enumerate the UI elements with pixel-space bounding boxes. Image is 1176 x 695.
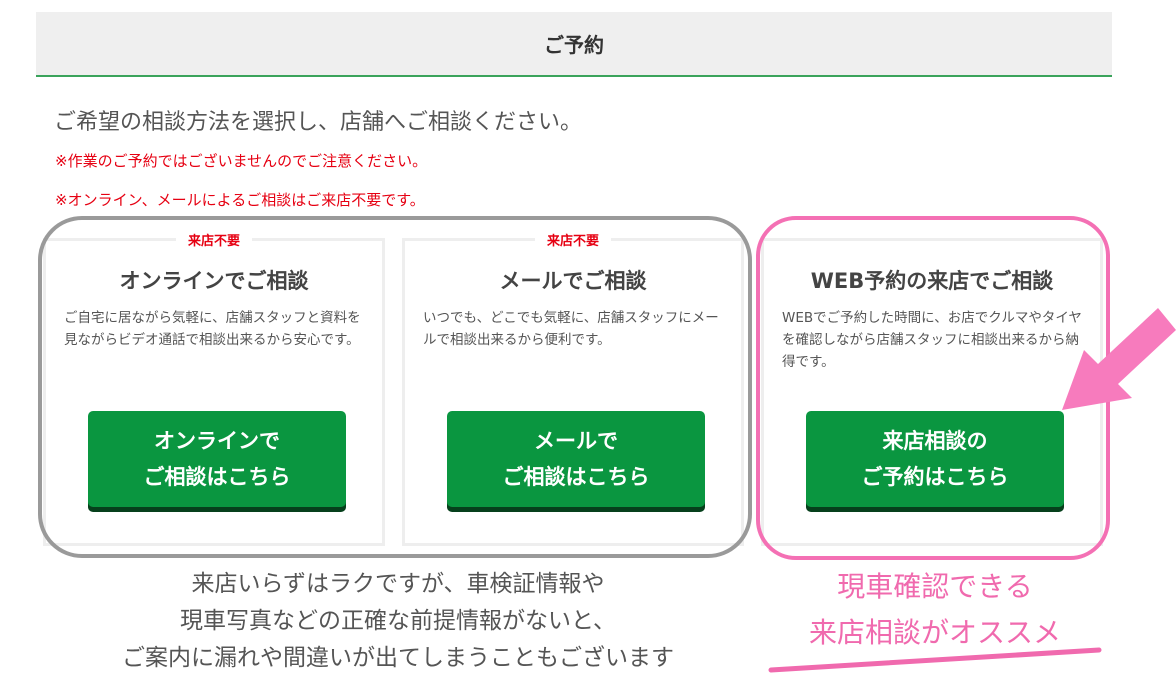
pink-annotation-text: 現車確認できる 来店相談がオススメ (770, 564, 1100, 656)
visit-reservation-button[interactable]: 来店相談のご予約はこちら (806, 411, 1064, 507)
online-consult-button[interactable]: オンラインでご相談はこちら (88, 411, 346, 507)
mail-consult-button[interactable]: メールでご相談はこちら (447, 411, 705, 507)
annotation-line: ご案内に漏れや間違いが出てしまうこともございます (122, 645, 674, 671)
card-online: 来店不要 オンラインでご相談 ご自宅に居ながら気軽に、店舗スタッフと資料を見なが… (43, 230, 385, 546)
button-label: オンラインで (154, 429, 280, 453)
pink-arrow-icon (1062, 308, 1176, 410)
card-description: ご自宅に居ながら気軽に、店舗スタッフと資料を見ながらビデオ通話で相談出来るから安… (64, 310, 361, 348)
gray-highlight-frame (38, 216, 752, 558)
card-mail: 来店不要 メールでご相談 いつでも、どこでも気軽に、店舗スタッフにメールで相談出… (402, 230, 744, 546)
gray-annotation-text: 来店いらずはラクですが、車検証情報や 現車写真などの正確な前提情報がないと、 ご… (40, 566, 756, 677)
card-description: いつでも、どこでも気軽に、店舗スタッフにメールで相談出来るから便利です。 (423, 310, 719, 348)
annotation-line: 現車確認できる (837, 570, 1033, 603)
annotation-line: 来店いらずはラクですが、車検証情報や (191, 571, 605, 597)
annotation-line: 現車写真などの正確な前提情報がないと、 (179, 608, 617, 634)
card-title: WEB予約の来店でご相談 (810, 269, 1054, 293)
button-label: 来店相談の (882, 429, 988, 453)
button-label: ご予約はこちら (861, 465, 1009, 489)
button-label: ご相談はこちら (143, 465, 291, 489)
intro-text: ご希望の相談方法を選択し、店舗へご相談ください。 (54, 110, 583, 135)
button-label: ご相談はこちら (502, 465, 650, 489)
card-visit: WEB予約の来店でご相談 WEBでご予約した時間に、お店でクルマやタイヤを確認し… (761, 238, 1103, 546)
page-title: ご予約 (544, 33, 604, 57)
no-visit-badge: 来店不要 (534, 230, 612, 249)
card-description: WEBでご予約した時間に、お店でクルマやタイヤを確認しながら店舗スタッフに相談出… (782, 310, 1082, 370)
annotation-line: 来店相談がオススメ (808, 616, 1061, 649)
card-title: オンラインでご相談 (119, 269, 309, 293)
notice-text: ※作業のご予約ではございませんのでご注意ください。 (55, 152, 428, 170)
card-title: メールでご相談 (499, 269, 647, 293)
notice-text: ※オンライン、メールによるご相談はご来店不要です。 (55, 191, 425, 209)
section-header: ご予約 (36, 12, 1112, 77)
pink-underline (768, 647, 1102, 673)
no-visit-badge: 来店不要 (175, 230, 253, 249)
button-label: メールで (534, 429, 618, 453)
